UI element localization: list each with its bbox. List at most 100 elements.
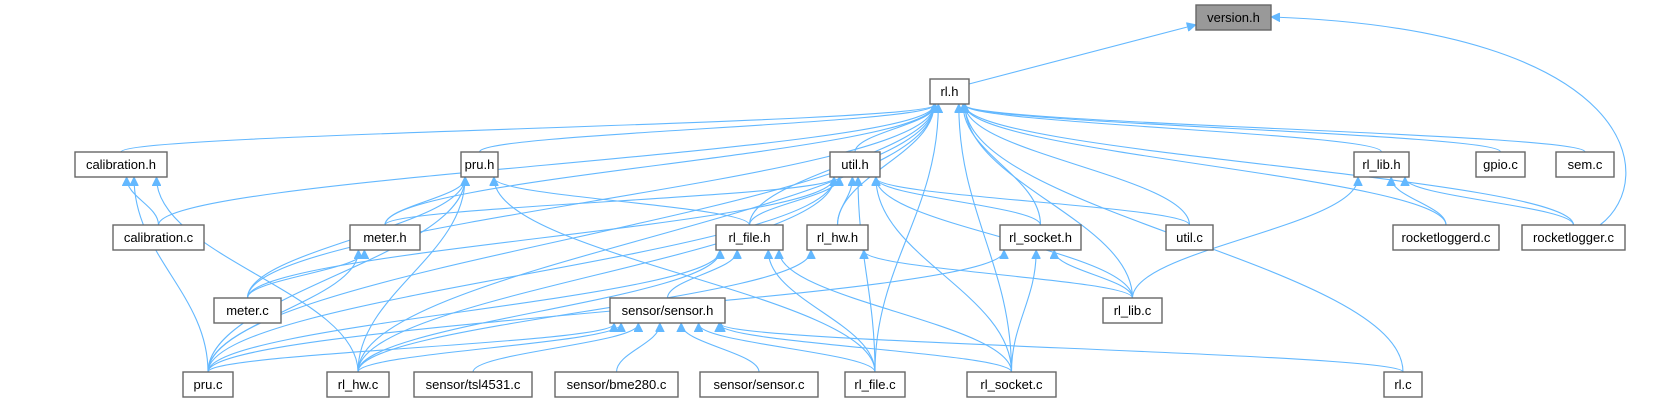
node-box <box>1383 371 1423 398</box>
edge-rocketlogger-c-to-rl-h <box>965 105 1575 226</box>
edge-rl_lib-c-to-rl-h <box>965 105 1134 299</box>
node-box <box>829 151 881 178</box>
node-label: meter.c <box>226 303 269 318</box>
edge-rl_socket-h-to-util-h <box>876 178 1042 226</box>
edge-util-c-to-util-h <box>876 178 1191 226</box>
node-label: sensor/sensor.h <box>622 303 714 318</box>
node-label: sensor/tsl4531.c <box>426 377 521 392</box>
edge-rl_socket-c-to-rl-h <box>959 105 1013 373</box>
node-sensor-sensor-h[interactable]: sensor/sensor.h <box>609 297 726 324</box>
edge-calibration-c-to-calibration-h <box>127 178 160 226</box>
node-rl_file-h[interactable]: rl_file.h <box>715 224 784 251</box>
node-label: rl_lib.c <box>1114 303 1152 318</box>
node-gpio-c[interactable]: gpio.c <box>1475 151 1526 178</box>
node-label: rl_hw.c <box>338 377 379 392</box>
node-label: rl_file.h <box>729 230 771 245</box>
edge-rl_lib-c-to-rl_hw-h <box>864 251 1134 299</box>
edge-meter-c-to-util-h <box>246 178 835 299</box>
node-rl_socket-h[interactable]: rl_socket.h <box>999 224 1082 251</box>
node-sensor-bme280-c[interactable]: sensor/bme280.c <box>554 371 679 398</box>
edge-rl_socket-h-to-rl-h <box>963 105 1042 226</box>
edge-rl_socket-c-to-rl_socket-h <box>1010 251 1037 373</box>
edge-rocketloggerd-c-to-rl_lib-h <box>1391 178 1447 226</box>
node-calibration-c[interactable]: calibration.c <box>112 224 205 251</box>
node-version-h[interactable]: version.h <box>1195 4 1272 31</box>
node-box <box>1555 151 1615 178</box>
node-box <box>74 151 168 178</box>
edge-pru-c-to-rl_socket-h <box>207 251 1004 373</box>
edge-rocketloggerd-c-to-rl-h <box>965 105 1447 226</box>
node-sensor-tsl4531-c[interactable]: sensor/tsl4531.c <box>413 371 533 398</box>
node-rl_file-c[interactable]: rl_file.c <box>844 371 906 398</box>
edge-meter-c-to-rl-h <box>246 105 935 299</box>
node-rl_hw-h[interactable]: rl_hw.h <box>806 224 869 251</box>
node-label: calibration.c <box>124 230 194 245</box>
node-box <box>929 78 970 105</box>
node-rl-h[interactable]: rl.h <box>929 78 970 105</box>
node-pru-c[interactable]: pru.c <box>182 371 234 398</box>
node-label: sem.c <box>1568 157 1603 172</box>
node-box <box>460 151 499 178</box>
node-sensor-sensor-c[interactable]: sensor/sensor.c <box>699 371 819 398</box>
node-util-h[interactable]: util.h <box>829 151 881 178</box>
edge-meter-h-to-util-h <box>384 178 834 226</box>
node-sem-c[interactable]: sem.c <box>1555 151 1615 178</box>
node-rl_hw-c[interactable]: rl_hw.c <box>326 371 390 398</box>
node-rl_lib-c[interactable]: rl_lib.c <box>1102 297 1163 324</box>
node-label: rl_socket.h <box>1009 230 1072 245</box>
node-label: rl_socket.c <box>980 377 1043 392</box>
node-label: gpio.c <box>1483 157 1518 172</box>
edge-rl_socket-c-to-sensor-sensor-h <box>719 324 1013 373</box>
node-box <box>844 371 906 398</box>
node-box <box>1102 297 1163 324</box>
edge-sem-c-to-rl-h <box>965 105 1586 153</box>
edge-rl_lib-c-to-rl_lib-h <box>1131 178 1359 299</box>
edge-util-c-to-rl-h <box>965 105 1191 226</box>
node-box <box>554 371 679 398</box>
node-meter-h[interactable]: meter.h <box>349 224 421 251</box>
node-box <box>1521 224 1626 251</box>
node-label: calibration.h <box>86 157 156 172</box>
node-label: rl_hw.h <box>817 230 858 245</box>
edge-calibration-c-to-rl-h <box>157 105 935 226</box>
node-rl_socket-c[interactable]: rl_socket.c <box>966 371 1057 398</box>
node-box <box>326 371 390 398</box>
node-label: util.h <box>841 157 868 172</box>
node-rl_lib-h[interactable]: rl_lib.h <box>1353 151 1410 178</box>
edge-rl_file-c-to-sensor-sensor-h <box>699 324 876 373</box>
node-pru-h[interactable]: pru.h <box>460 151 499 178</box>
node-meter-c[interactable]: meter.c <box>213 297 282 324</box>
edge-rl_hw-c-to-rl_file-h <box>357 251 720 373</box>
node-box <box>349 224 421 251</box>
node-rl-c[interactable]: rl.c <box>1383 371 1423 398</box>
node-label: rl.c <box>1394 377 1412 392</box>
node-rocketloggerd-c[interactable]: rocketloggerd.c <box>1392 224 1500 251</box>
node-box <box>213 297 282 324</box>
node-label: sensor/bme280.c <box>567 377 667 392</box>
edge-rocketlogger-c-to-rl_lib-h <box>1405 178 1575 226</box>
edge-rl_lib-h-to-rl-h <box>965 105 1383 153</box>
edge-rl_hw-h-to-util-h <box>836 178 853 226</box>
node-calibration-h[interactable]: calibration.h <box>74 151 168 178</box>
edge-rl_hw-c-to-util-h <box>357 178 834 373</box>
edge-rl_hw-c-to-rl_hw-h <box>357 251 811 373</box>
node-rocketlogger-c[interactable]: rocketlogger.c <box>1521 224 1626 251</box>
node-box <box>806 224 869 251</box>
node-box <box>1353 151 1410 178</box>
node-box <box>182 371 234 398</box>
edge-rocketlogger-c-to-version-h <box>1272 17 1627 226</box>
node-box <box>1392 224 1500 251</box>
node-label: rl_file.c <box>854 377 896 392</box>
edge-pru-c-to-sensor-sensor-h <box>207 324 614 373</box>
edge-pru-c-to-meter-h <box>207 251 358 373</box>
edge-rl_file-c-to-rl-h <box>874 105 938 373</box>
node-label: sensor/sensor.c <box>713 377 805 392</box>
node-box <box>112 224 205 251</box>
node-label: rocketloggerd.c <box>1402 230 1491 245</box>
node-util-c[interactable]: util.c <box>1165 224 1214 251</box>
node-label: rocketlogger.c <box>1533 230 1614 245</box>
node-box <box>1165 224 1214 251</box>
edge-rl_hw-c-to-pru-h <box>357 178 465 373</box>
node-box <box>1475 151 1526 178</box>
